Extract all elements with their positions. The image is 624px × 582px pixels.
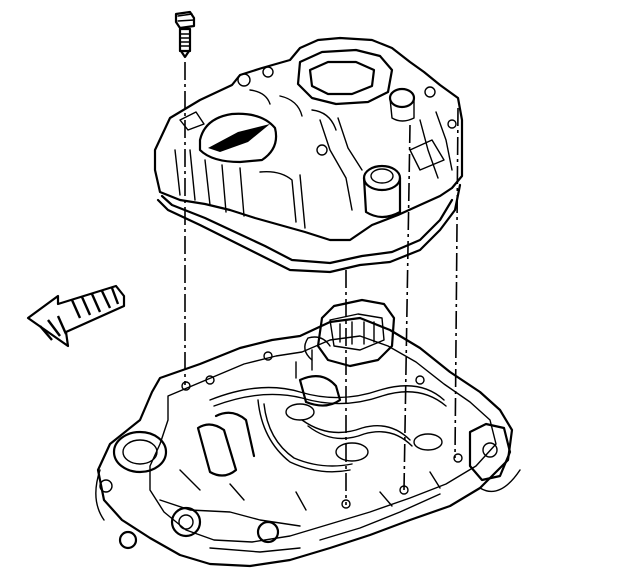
lower-intake-manifold [95,298,521,568]
bolt [174,10,196,59]
front-direction-arrow [26,284,126,348]
alignment-lines [184,62,459,505]
upper-intake-manifold [153,36,464,274]
gasket-outline [156,183,462,274]
